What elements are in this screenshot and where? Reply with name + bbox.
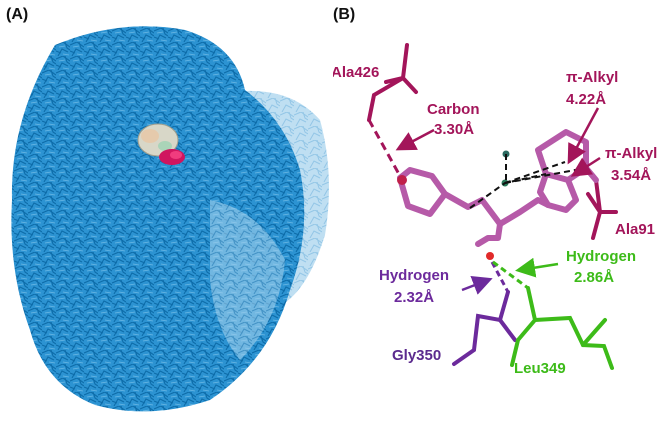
ala426-label: Ala426 — [333, 64, 379, 81]
gly350-label: Gly350 — [392, 347, 441, 364]
hydrogen-1-arrow — [461, 276, 493, 295]
panel-a: (A) — [0, 0, 333, 421]
residue-leu349-sticks — [510, 286, 614, 370]
residue-ala91-sticks — [586, 178, 618, 240]
pi-interaction-lines — [469, 154, 587, 209]
hydrogen-2-label: Hydrogen — [566, 248, 636, 265]
carbon-bond-dash — [367, 119, 402, 177]
pi-alkyl-2-label: π-Alkyl — [605, 145, 657, 162]
hydrogen-2-arrow — [515, 257, 559, 278]
panel-b: (B) — [331, 0, 666, 421]
hydrogen-2-distance: 2.86Å — [574, 269, 614, 286]
carbon-arrow — [395, 128, 435, 151]
residue-ala426-sticks — [367, 43, 418, 122]
residue-gly350-sticks — [452, 290, 517, 366]
carbon-label: Carbon — [427, 101, 480, 118]
pi-alkyl-1-arrow — [567, 107, 600, 165]
pi-alkyl-1-distance: 4.22Å — [566, 91, 606, 108]
protein-surface — [11, 26, 305, 412]
panel-b-label: (B) — [333, 6, 356, 23]
pi-alkyl-2-distance: 3.54Å — [611, 167, 651, 184]
ligand-atom-red — [397, 175, 407, 185]
pi-alkyl-2-arrow — [570, 156, 601, 177]
leu349-label: Leu349 — [514, 360, 566, 377]
pi-alkyl-1-label: π-Alkyl — [566, 69, 618, 86]
carbon-distance: 3.30Å — [434, 121, 474, 138]
panel-a-label: (A) — [6, 6, 29, 23]
hydrogen-1-label: Hydrogen — [379, 267, 449, 284]
binding-site — [137, 123, 185, 165]
ligand-oxygen — [486, 252, 494, 260]
hydrogen-bond-dash-green — [492, 260, 529, 290]
interaction-diagram: Ala426 Carbon 3.30Å π-Alkyl 4.22Å π-Alky… — [331, 43, 657, 377]
hydrogen-bond-dash-purple — [490, 261, 510, 293]
ala91-label: Ala91 — [615, 221, 655, 238]
hydrogen-1-distance: 2.32Å — [394, 289, 434, 306]
protein-fringe — [210, 200, 285, 360]
protein-structure-figure — [11, 26, 329, 412]
